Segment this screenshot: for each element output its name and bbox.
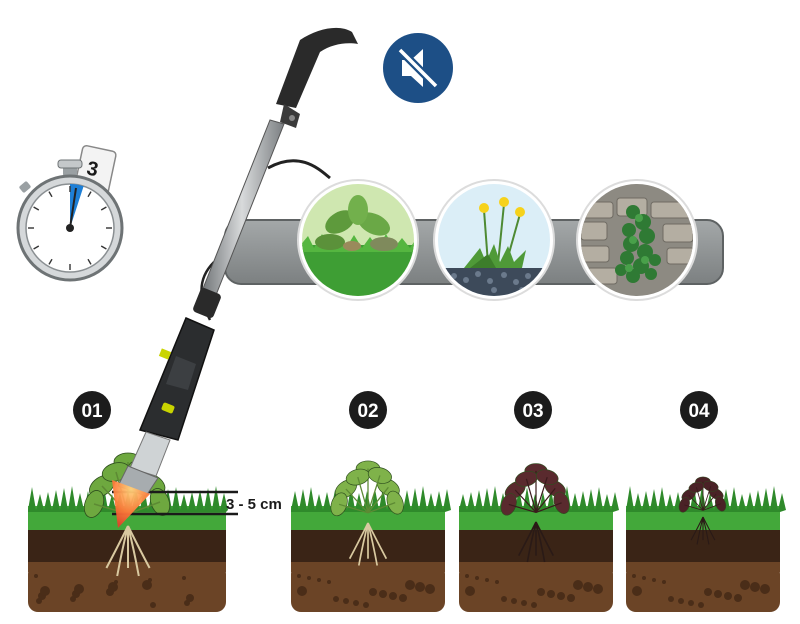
timer-tick xyxy=(87,258,92,265)
weed-plant xyxy=(500,463,570,563)
timer-tick xyxy=(33,206,40,211)
step-badge-03: 03 xyxy=(514,391,552,429)
step-number: 04 xyxy=(688,401,710,422)
depth-label: 3 - 5 cm xyxy=(226,496,282,513)
step-badge-01: 01 xyxy=(73,391,111,429)
weed-plant xyxy=(678,476,727,545)
step-badge-04: 04 xyxy=(680,391,718,429)
stopwatch-icon: 3 sec xyxy=(16,144,124,282)
step-number: 02 xyxy=(357,401,378,422)
timer-tick xyxy=(48,191,53,198)
speaker-muted-icon xyxy=(383,33,453,103)
timer-tick xyxy=(48,258,53,265)
soil-panel-02 xyxy=(291,460,451,612)
weed-burner-tool xyxy=(112,27,358,528)
step-badge-02: 02 xyxy=(349,391,387,429)
flame-icon xyxy=(112,480,150,528)
dandelion-gravel-icon xyxy=(433,179,555,301)
step-number: 03 xyxy=(522,401,543,422)
timer-tick xyxy=(100,245,107,250)
timer-progress-wedge xyxy=(70,184,84,228)
timer-tick xyxy=(33,245,40,250)
timer-seconds: 3 xyxy=(85,158,100,182)
depth-marker: 3 - 5 cm xyxy=(112,490,282,516)
step-number: 01 xyxy=(81,401,103,422)
weed-plant xyxy=(330,460,404,566)
soil-panel-04 xyxy=(626,476,786,612)
stone-wall-ivy-icon xyxy=(576,179,698,301)
timer-tick xyxy=(87,191,92,198)
soil-panel-03 xyxy=(459,463,619,612)
lawn-weed-icon xyxy=(297,179,419,301)
timer-tick xyxy=(100,206,107,211)
